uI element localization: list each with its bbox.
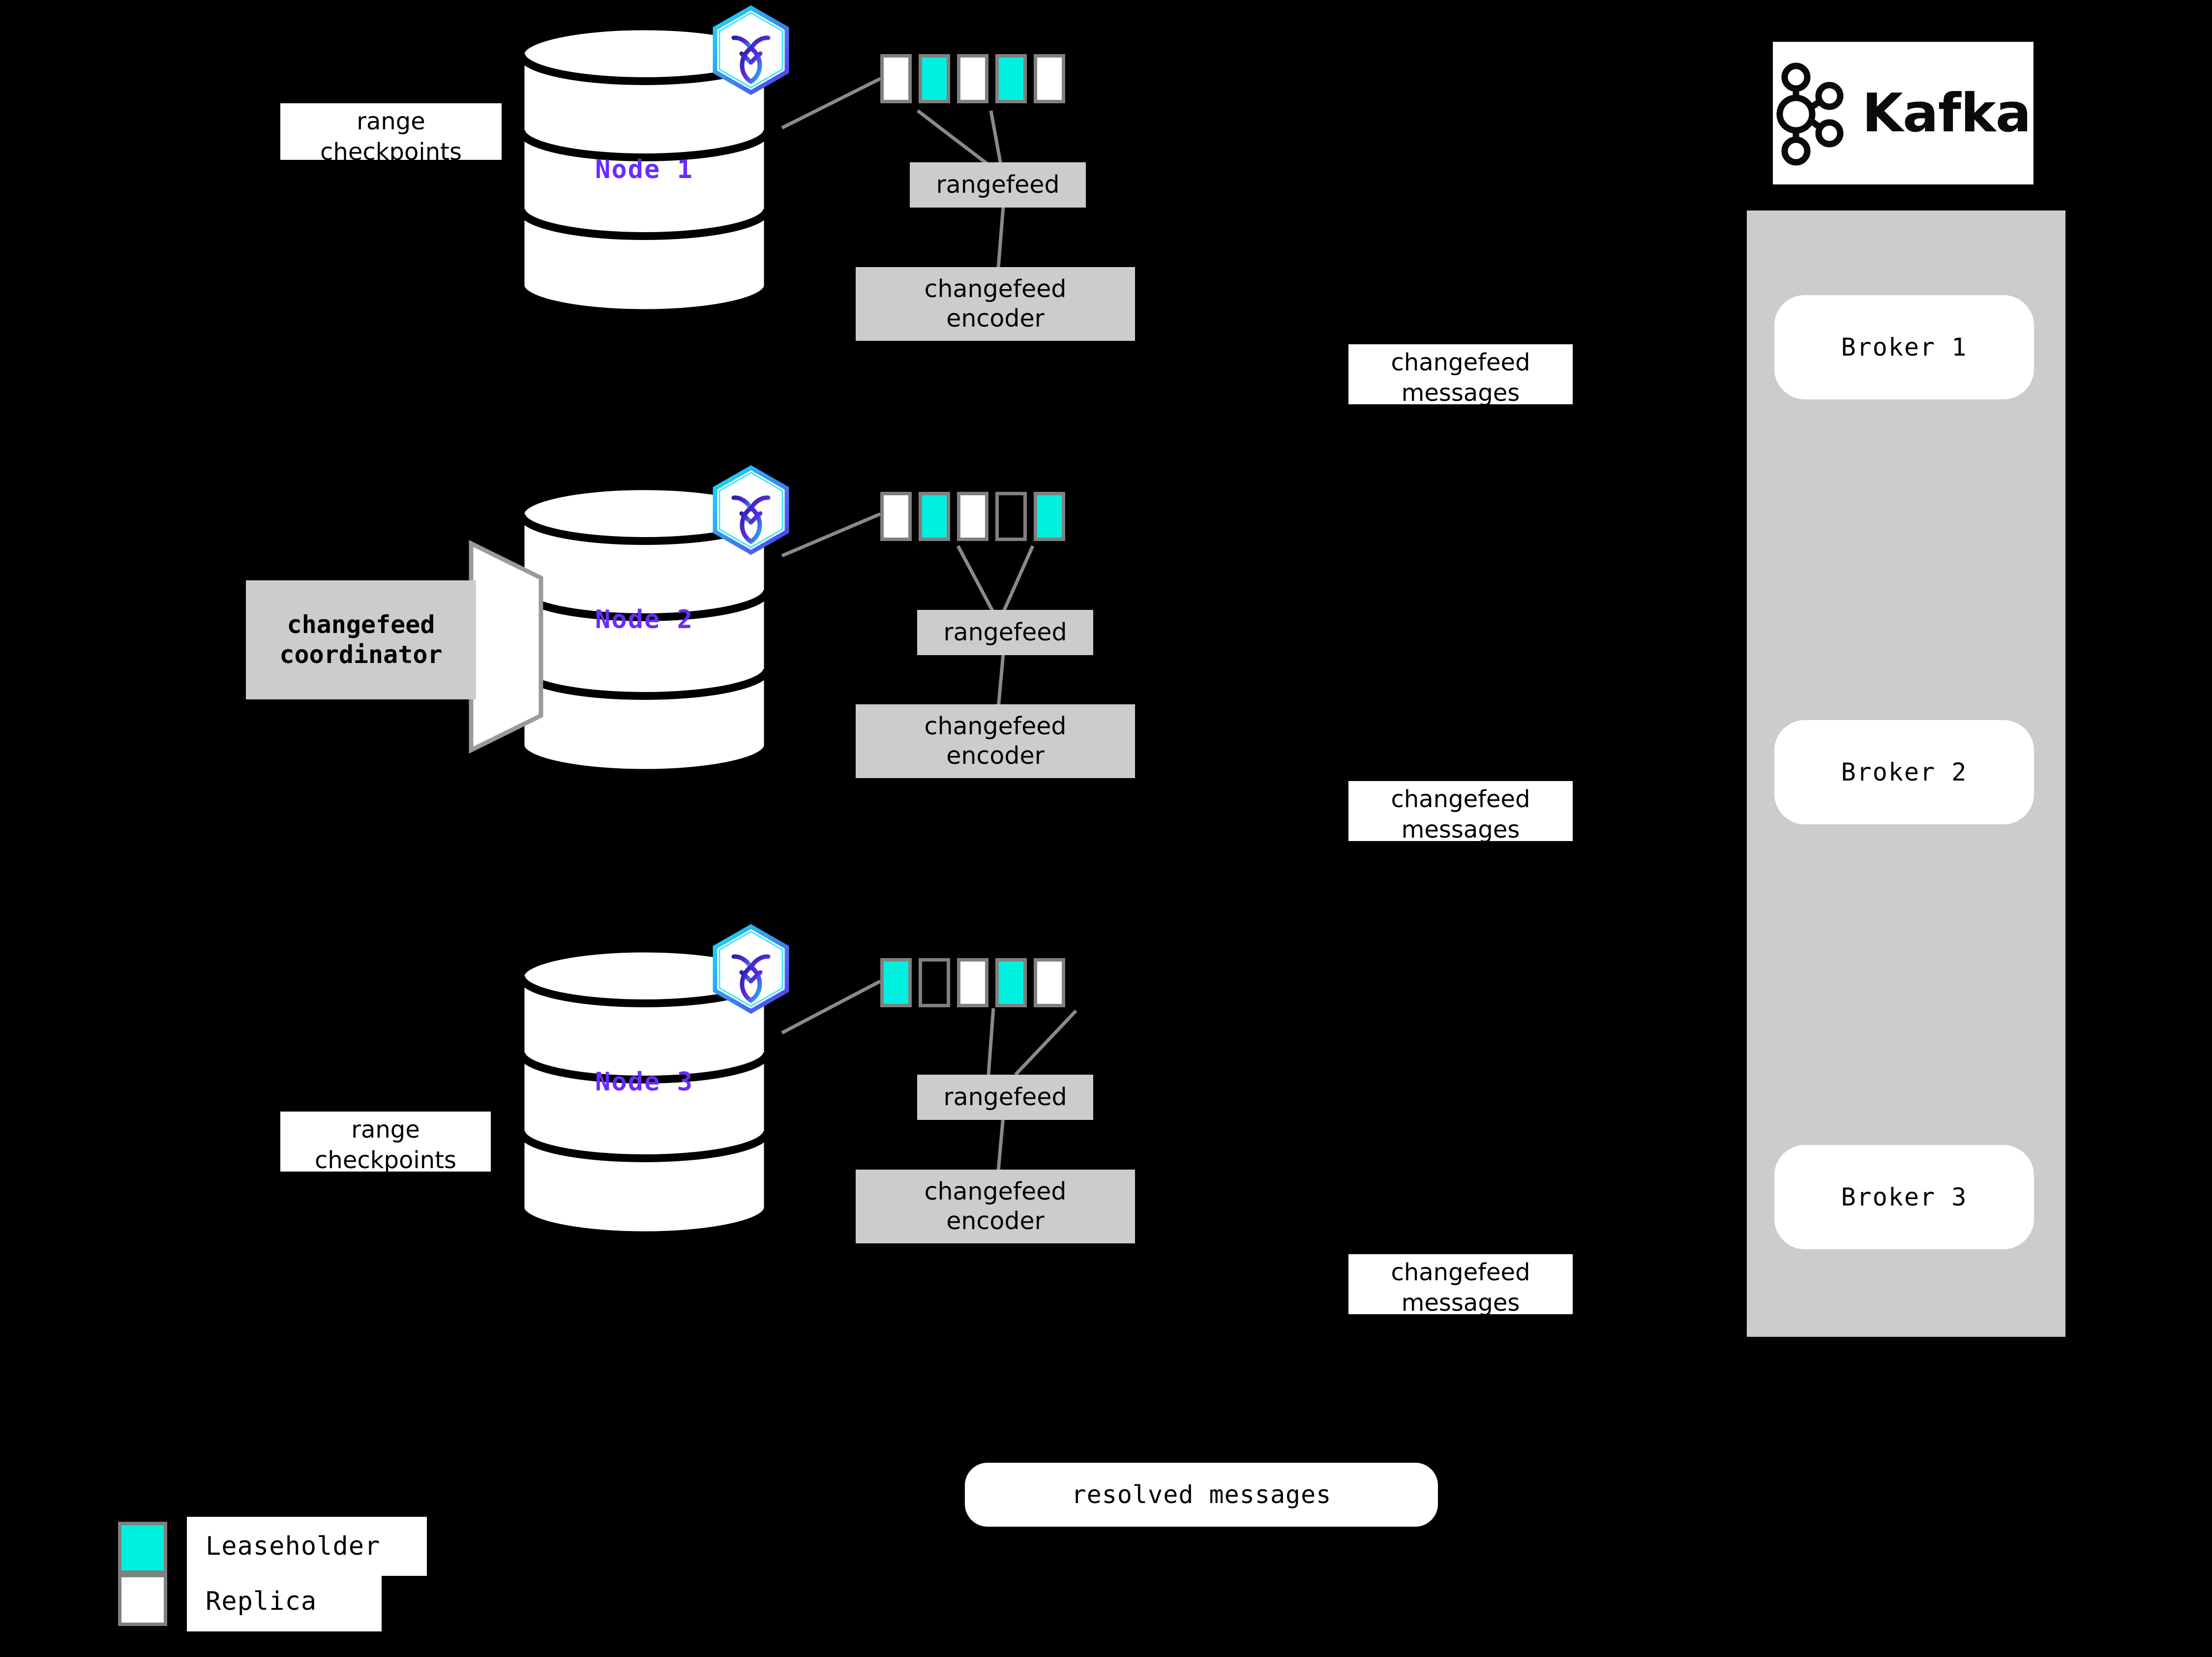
node-2-changefeed-encoder-box[interactable]: changefeed encoder [856, 704, 1135, 778]
broker-2[interactable]: Broker 2 [1774, 720, 2034, 824]
broker-3[interactable]: Broker 3 [1774, 1145, 2034, 1249]
kafka-logo-icon [1776, 62, 1844, 165]
range-box[interactable] [1034, 958, 1065, 1007]
changefeed-messages-label-1: changefeed messages [1348, 344, 1573, 404]
range-box[interactable] [995, 958, 1027, 1007]
node-3-range-checkpoints-text: range checkpoints [315, 1116, 456, 1172]
range-box[interactable] [1034, 492, 1065, 541]
range-box[interactable] [995, 492, 1027, 541]
range-box[interactable] [1034, 54, 1065, 103]
changefeed-messages-label-3: changefeed messages [1348, 1254, 1573, 1314]
range-box[interactable] [957, 958, 988, 1007]
broker-edge-arrow [2068, 334, 2095, 353]
range-box[interactable] [919, 54, 950, 103]
changefeed-messages-text: changefeed messages [1391, 349, 1530, 404]
range-box[interactable] [995, 54, 1027, 103]
kafka-broker-panel: Broker 1 Broker 2 Broker 3 [1747, 211, 2065, 1337]
range-box[interactable] [957, 54, 988, 103]
legend-label-replica: Replica [187, 1571, 382, 1631]
node-2-ranges [880, 492, 1065, 541]
legend-label-leaseholder: Leaseholder [187, 1517, 427, 1576]
cockroachdb-logo-icon [709, 465, 793, 556]
range-box[interactable] [919, 492, 950, 541]
node-1-rangefeed-box[interactable]: rangefeed [910, 162, 1086, 208]
changefeed-messages-text: changefeed messages [1391, 785, 1530, 841]
changefeed-messages-text: changefeed messages [1391, 1259, 1530, 1314]
resolved-messages-pill[interactable]: resolved messages [965, 1463, 1438, 1527]
cockroachdb-logo-icon [709, 5, 793, 96]
cockroachdb-logo-icon [709, 924, 793, 1015]
node-3-changefeed-encoder-box[interactable]: changefeed encoder [856, 1170, 1135, 1243]
legend-swatch-leaseholder [118, 1522, 167, 1574]
range-box[interactable] [919, 958, 950, 1007]
node-3-range-checkpoints-label: range checkpoints [280, 1112, 491, 1172]
node-3-ranges [880, 958, 1065, 1007]
legend-swatch-replica [118, 1574, 167, 1626]
broker-1[interactable]: Broker 1 [1774, 295, 2034, 399]
coordinator-wedge-connector [469, 540, 543, 754]
range-box[interactable] [880, 54, 912, 103]
node-2-rangefeed-box[interactable]: rangefeed [917, 610, 1093, 655]
changefeed-messages-label-2: changefeed messages [1348, 781, 1573, 841]
changefeed-coordinator-box[interactable]: changefeed coordinator [246, 580, 476, 699]
range-box[interactable] [880, 492, 912, 541]
kafka-wordmark: Kafka [1862, 82, 2031, 144]
node-3-rangefeed-box[interactable]: rangefeed [917, 1075, 1093, 1120]
node-1-range-checkpoints-text: range checkpoints [320, 108, 462, 160]
kafka-logo-plate: Kafka [1773, 42, 2033, 184]
node-1-range-checkpoints-label: range checkpoints [280, 103, 502, 160]
range-box[interactable] [880, 958, 912, 1007]
node-1-ranges [880, 54, 1065, 103]
node-1-changefeed-encoder-box[interactable]: changefeed encoder [856, 267, 1135, 341]
range-box[interactable] [957, 492, 988, 541]
